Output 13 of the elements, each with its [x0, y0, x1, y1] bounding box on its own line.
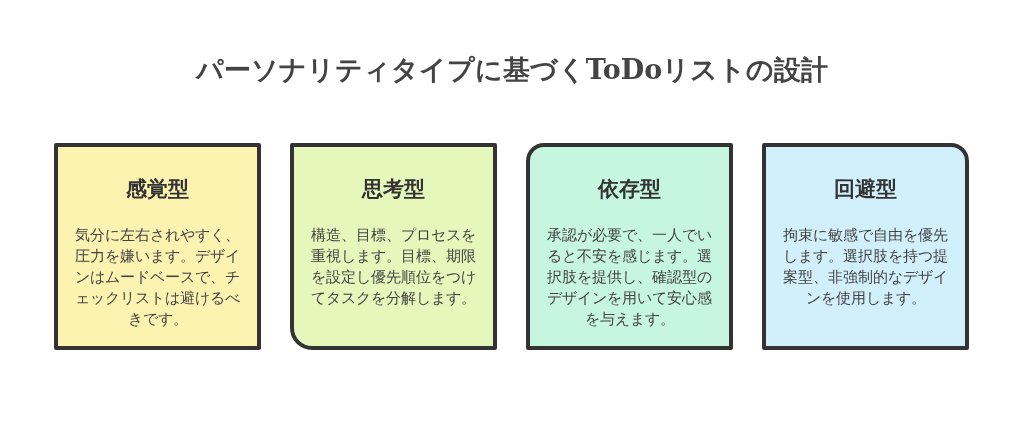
card-description: 構造、目標、プロセスを重視します。目標、期限を設定し優先順位をつけてタスクを分解します。: [310, 226, 477, 308]
card-heading: 感覚型: [126, 176, 189, 203]
diagram-title: パーソナリティタイプに基づくToDoリストの設計: [194, 53, 830, 87]
card-heading: 回避型: [834, 176, 897, 203]
note-card: [54, 143, 261, 350]
card-heading: 思考型: [362, 176, 425, 203]
card-description: 拘束に敏感で自由を優先します。選択肢を持つ提案型、非強制的なデザインを使用します。: [782, 226, 949, 308]
card-description: 気分に左右されやすく、圧力を嫌います。デザインはムードベースで、チェックリストは避けるべきです。: [74, 226, 241, 329]
note-card: [290, 143, 497, 350]
card-description: 承認が必要で、一人でいると不安を感じます。選択肢を提供し、確認型のデザインを用いて安心感を与えます。: [546, 226, 713, 329]
note-card: [762, 143, 969, 350]
card-heading: 依存型: [598, 176, 661, 203]
note-card: [526, 143, 733, 350]
